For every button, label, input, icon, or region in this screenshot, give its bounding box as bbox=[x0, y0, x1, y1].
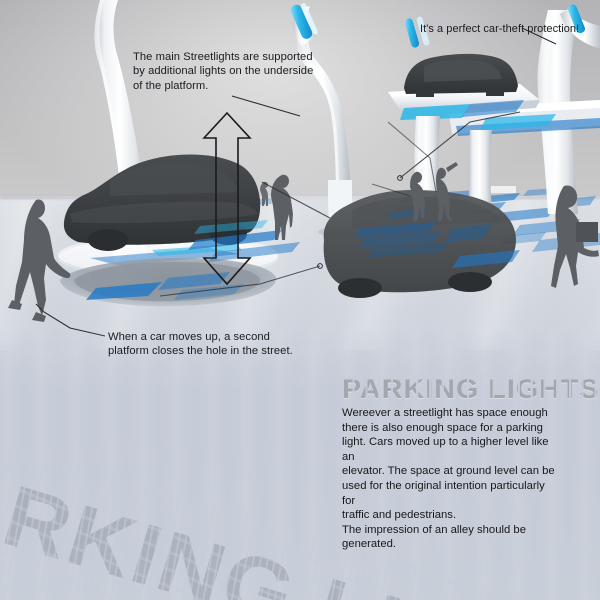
platform-upper-left bbox=[388, 16, 540, 206]
page-title: PARKING LIGHTS bbox=[342, 374, 600, 405]
pedestrian-pair-right bbox=[410, 162, 458, 222]
leader-streetlights bbox=[231, 95, 301, 117]
elevator-arrow bbox=[202, 111, 252, 286]
page-title-text: PARKING LIGHTS bbox=[342, 374, 600, 404]
leader-diagonal-b bbox=[371, 183, 411, 197]
callout-car-theft: It's a perfect car-theft protection! bbox=[420, 23, 580, 35]
platform-left bbox=[58, 154, 300, 307]
leader-dot bbox=[317, 263, 323, 269]
car-ground-right bbox=[323, 190, 520, 298]
pedestrian-woman-right bbox=[551, 185, 599, 288]
callout-platform: When a car moves up, a second platform c… bbox=[108, 331, 293, 358]
leader-diagonal-a bbox=[261, 181, 331, 219]
car-raised-far bbox=[404, 53, 518, 97]
pedestrian-far-small bbox=[260, 181, 268, 206]
pedestrian-woman-left bbox=[8, 199, 71, 322]
info-panel-body: Wereever a streetlight has space enough … bbox=[342, 407, 555, 551]
leader-hole bbox=[159, 265, 321, 297]
horizon-line bbox=[0, 196, 600, 199]
callout-streetlights: The main Streetlights are supported by a… bbox=[133, 51, 314, 92]
leader-lines bbox=[35, 27, 557, 337]
street-hole bbox=[60, 258, 277, 307]
leader-dot-2 bbox=[397, 175, 403, 181]
pedestrian-man-center bbox=[271, 174, 293, 240]
pedestrian-group bbox=[8, 162, 599, 322]
leader-deck bbox=[399, 111, 521, 179]
leader-theft bbox=[521, 27, 557, 45]
car-raised-left bbox=[63, 154, 261, 251]
leader-deck2 bbox=[387, 121, 437, 193]
